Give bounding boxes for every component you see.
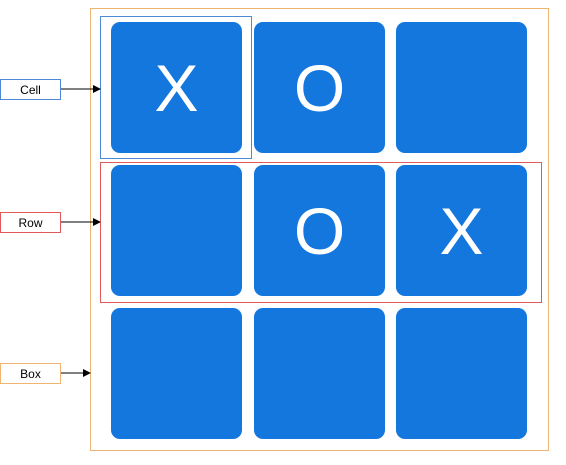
board-cell-1-1[interactable]: O	[254, 165, 385, 296]
cell-outline	[100, 16, 252, 159]
board-cell-2-1[interactable]	[254, 308, 385, 439]
cell-mark: X	[439, 193, 484, 268]
board-cell-0-2[interactable]	[396, 22, 527, 153]
box-label: Box	[0, 363, 61, 384]
board-cell-0-1[interactable]: O	[254, 22, 385, 153]
cell-mark: O	[293, 193, 346, 268]
cell-mark: X	[154, 50, 199, 125]
box-outline	[90, 8, 549, 451]
board-cell-0-0[interactable]: X	[111, 22, 242, 153]
row-label-text: Row	[18, 215, 43, 230]
board-cell-2-0[interactable]	[111, 308, 242, 439]
cell-mark: O	[293, 50, 346, 125]
box-label-text: Box	[20, 366, 41, 381]
board-cell-1-2[interactable]: X	[396, 165, 527, 296]
board-cell-2-2[interactable]	[396, 308, 527, 439]
row-outline	[100, 162, 542, 303]
board-cell-1-0[interactable]	[111, 165, 242, 296]
cell-label-text: Cell	[20, 82, 41, 97]
row-label: Row	[0, 212, 61, 233]
cell-label: Cell	[0, 79, 61, 100]
